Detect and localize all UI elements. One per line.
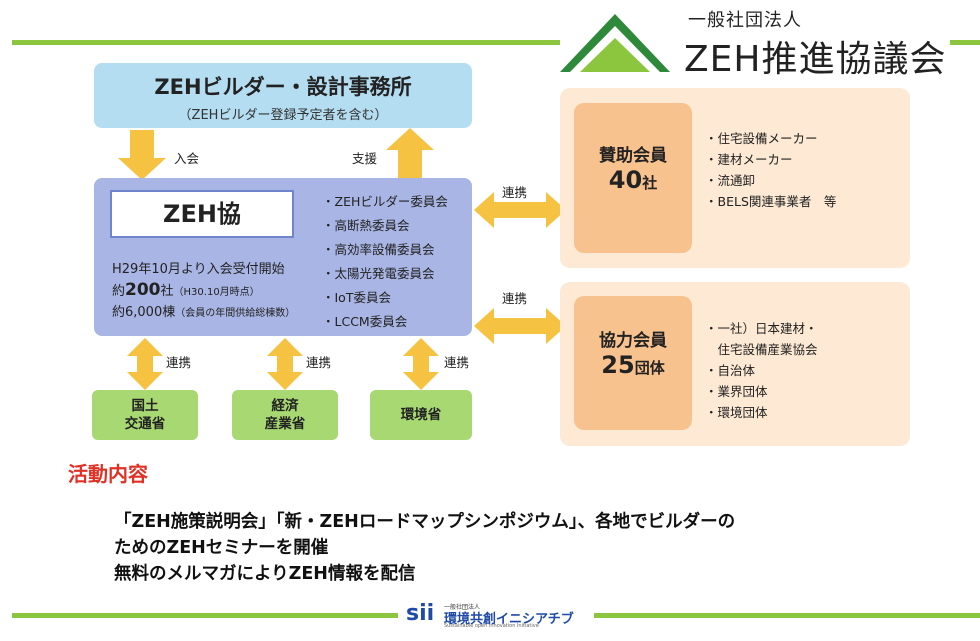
sii-english: Sustainable open Innovation Initiative <box>444 623 539 629</box>
meti-line2: 産業省 <box>264 416 306 432</box>
footer-green-bar-left <box>12 613 398 618</box>
sponsor-item: ・BELS関連事業者 等 <box>705 194 837 209</box>
zeh-kyo-info: H29年10月より入会受付開始 約200社（H30.10月時点） 約6,000棟… <box>112 260 295 324</box>
committee-list: ・ZEHビルダー委員会 ・高断熱委員会 ・高効率設備委員会 ・太陽光発電委員会 … <box>322 190 448 334</box>
partner-item: ・一社）日本建材・ <box>705 321 818 336</box>
sii-name: 環境共創イニシアチブ <box>444 612 574 627</box>
logo-title: ZEH推進協議会 <box>684 39 947 80</box>
zeh-kyo-title: ZEH協 <box>110 190 294 238</box>
sponsor-link-arrow <box>474 192 566 228</box>
builders-box: ZEHビルダー・設計事務所 （ZEHビルダー登録予定者を含む） <box>94 63 472 128</box>
moe-label: 環境省 <box>400 407 442 423</box>
moe-link-arrow <box>403 338 439 390</box>
activity-line-1: 「ZEH施策説明会」「新・ZEHロードマップシンポジウム」、各地でビルダーの <box>114 512 736 532</box>
sponsor-item: ・流通卸 <box>705 173 756 188</box>
activity-line-3: 無料のメルマガによりZEH情報を配信 <box>114 564 416 584</box>
meti-link-label: 連携 <box>306 355 332 370</box>
moe-box: 環境省 <box>370 390 472 440</box>
sii-small-label: 一般社団法人 <box>444 604 481 611</box>
support-arrow <box>386 128 434 180</box>
committee-item: ・高断熱委員会 <box>322 218 410 233</box>
sponsor-item: ・建材メーカー <box>705 152 793 167</box>
builders-title: ZEHビルダー・設計事務所 <box>154 75 412 99</box>
mlit-box: 国土交通省 <box>92 390 198 440</box>
partner-link-label: 連携 <box>502 291 528 306</box>
zeh-kyo-start: H29年10月より入会受付開始 <box>112 262 285 277</box>
activity-line-2: ためのZEHセミナーを開催 <box>114 538 329 558</box>
zeh-logo-icon <box>560 14 670 72</box>
header-green-bar-left <box>12 40 560 45</box>
committee-item: ・高効率設備委員会 <box>322 242 435 257</box>
zeh-kyo-members: 約200社（H30.10月時点） <box>112 280 260 300</box>
committee-item: ・LCCM委員会 <box>322 314 408 329</box>
meti-link-arrow <box>267 338 303 390</box>
sponsor-count: 40社 <box>608 166 658 194</box>
activity-title: 活動内容 <box>68 462 148 486</box>
sponsor-label: 賛助会員 <box>599 146 667 166</box>
partner-item: ・自治体 <box>705 363 756 378</box>
mlit-link-arrow <box>127 338 163 390</box>
meti-box: 経済産業省 <box>232 390 338 440</box>
logo-subtitle: 一般社団法人 <box>688 10 802 31</box>
footer-green-bar-right <box>594 613 980 618</box>
moe-link-label: 連携 <box>444 355 470 370</box>
sii-logo: sii <box>406 601 435 626</box>
zeh-kyo-box: ZEH協 H29年10月より入会受付開始 約200社（H30.10月時点） 約6… <box>94 178 472 336</box>
partner-label: 協力会員 <box>599 331 667 351</box>
meti-line1: 経済 <box>271 398 299 414</box>
zeh-kyo-houses: 約6,000棟（会員の年間供給総棟数） <box>112 305 296 320</box>
partner-item: ・環境団体 <box>705 405 768 420</box>
partner-link-arrow <box>474 308 566 344</box>
mlit-line2: 交通省 <box>124 416 166 432</box>
partner-count-box: 協力会員 25団体 <box>574 296 692 430</box>
mlit-link-label: 連携 <box>166 355 192 370</box>
header-green-bar-right <box>950 40 980 45</box>
partner-item: ・業界団体 <box>705 384 768 399</box>
committee-item: ・IoT委員会 <box>322 290 391 305</box>
join-label: 入会 <box>174 151 200 166</box>
mlit-line1: 国土 <box>131 398 159 414</box>
committee-item: ・太陽光発電委員会 <box>322 266 435 281</box>
sponsor-item: ・住宅設備メーカー <box>705 131 818 146</box>
support-label: 支援 <box>352 151 378 166</box>
join-arrow <box>118 130 166 180</box>
sponsor-link-label: 連携 <box>502 185 528 200</box>
committee-item: ・ZEHビルダー委員会 <box>322 194 448 209</box>
partner-count: 25団体 <box>601 351 665 379</box>
sponsor-count-box: 賛助会員 40社 <box>574 103 692 253</box>
partner-item: 住宅設備産業協会 <box>705 342 818 357</box>
builders-subtitle: （ZEHビルダー登録予定者を含む） <box>178 108 388 123</box>
sponsor-list: ・住宅設備メーカー ・建材メーカー ・流通卸 ・BELS関連事業者 等 <box>705 128 836 212</box>
partner-list: ・一社）日本建材・ 住宅設備産業協会 ・自治体 ・業界団体 ・環境団体 <box>705 318 818 423</box>
